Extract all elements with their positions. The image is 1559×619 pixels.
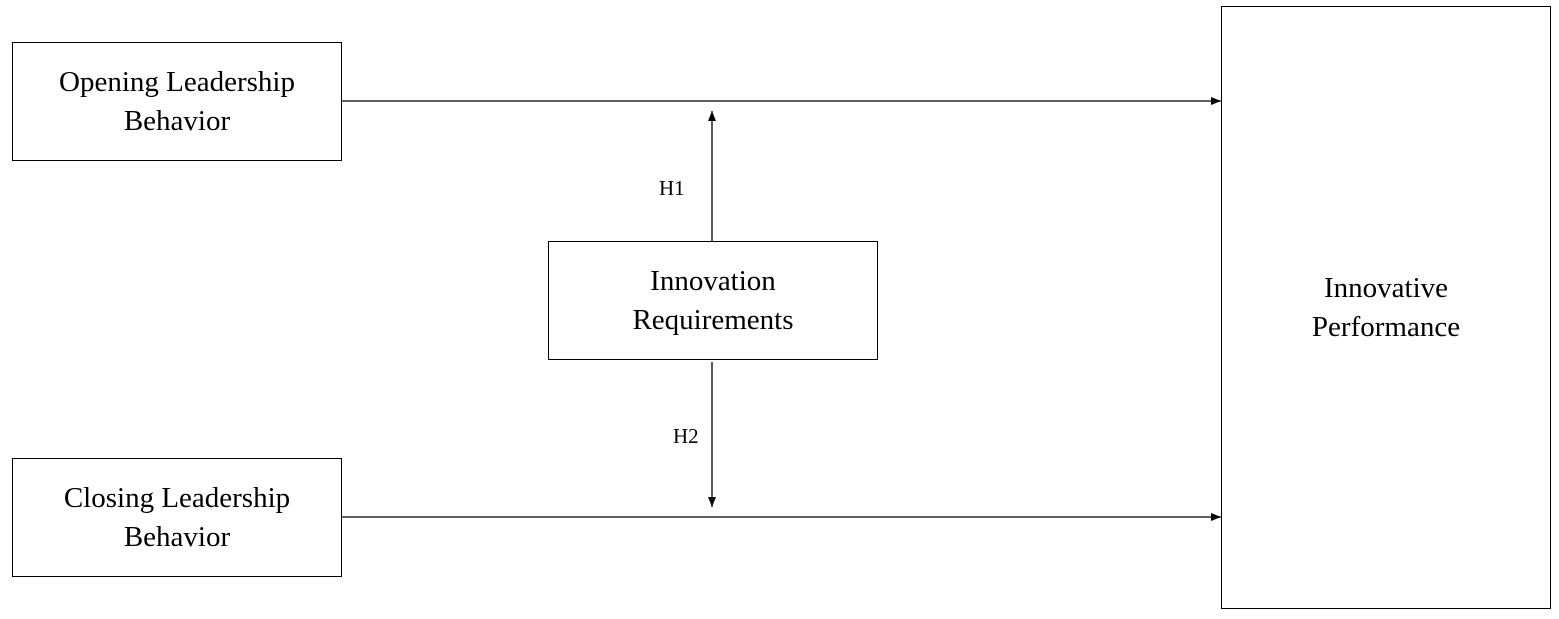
innovative-performance-box: Innovative Performance [1221,6,1551,609]
closing-leadership-behavior-label: Closing Leadership Behavior [63,481,291,553]
hypothesis-h2-label: H2 [673,424,699,448]
closing-leadership-behavior-box: Closing Leadership Behavior [12,458,342,577]
opening-leadership-behavior-label: Opening Leadership Behavior [59,65,295,137]
innovation-requirements-box: Innovation Requirements [548,241,878,360]
hypothesis-h1-label: H1 [659,176,685,200]
innovation-requirements-label: Innovation Requirements [632,264,794,336]
opening-leadership-behavior-box: Opening Leadership Behavior [12,42,342,161]
innovative-performance-label: Innovative Performance [1311,271,1461,343]
